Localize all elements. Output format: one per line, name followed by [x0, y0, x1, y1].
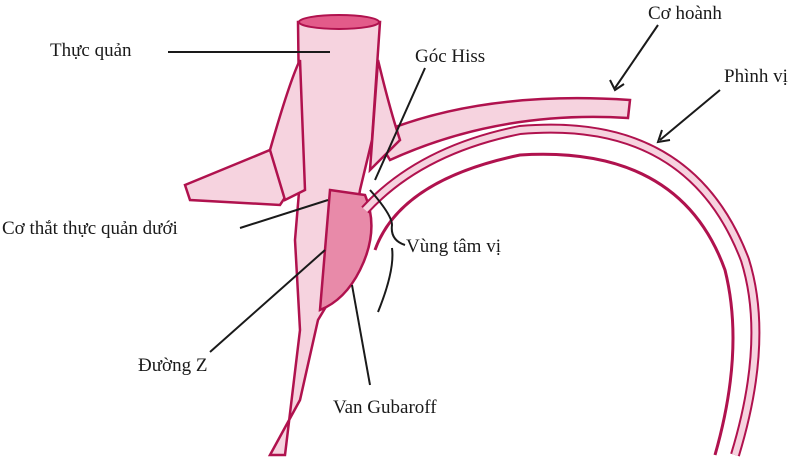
label-gubaroff-valve: Van Gubaroff [333, 397, 437, 418]
label-angle-of-his: Góc Hiss [415, 46, 486, 67]
label-cardia-region: Vùng tâm vị [406, 236, 501, 257]
diaphragm-right [373, 96, 632, 162]
crus [268, 59, 307, 202]
label-z-line: Đường Z [138, 355, 208, 376]
label-diaphragm: Cơ hoành [648, 3, 722, 24]
label-esophagus: Thực quản [50, 40, 132, 61]
label-fundus: Phình vị [724, 66, 788, 87]
label-lower-esophageal-sphincter: Cơ thắt thực quản dưới [2, 218, 178, 239]
